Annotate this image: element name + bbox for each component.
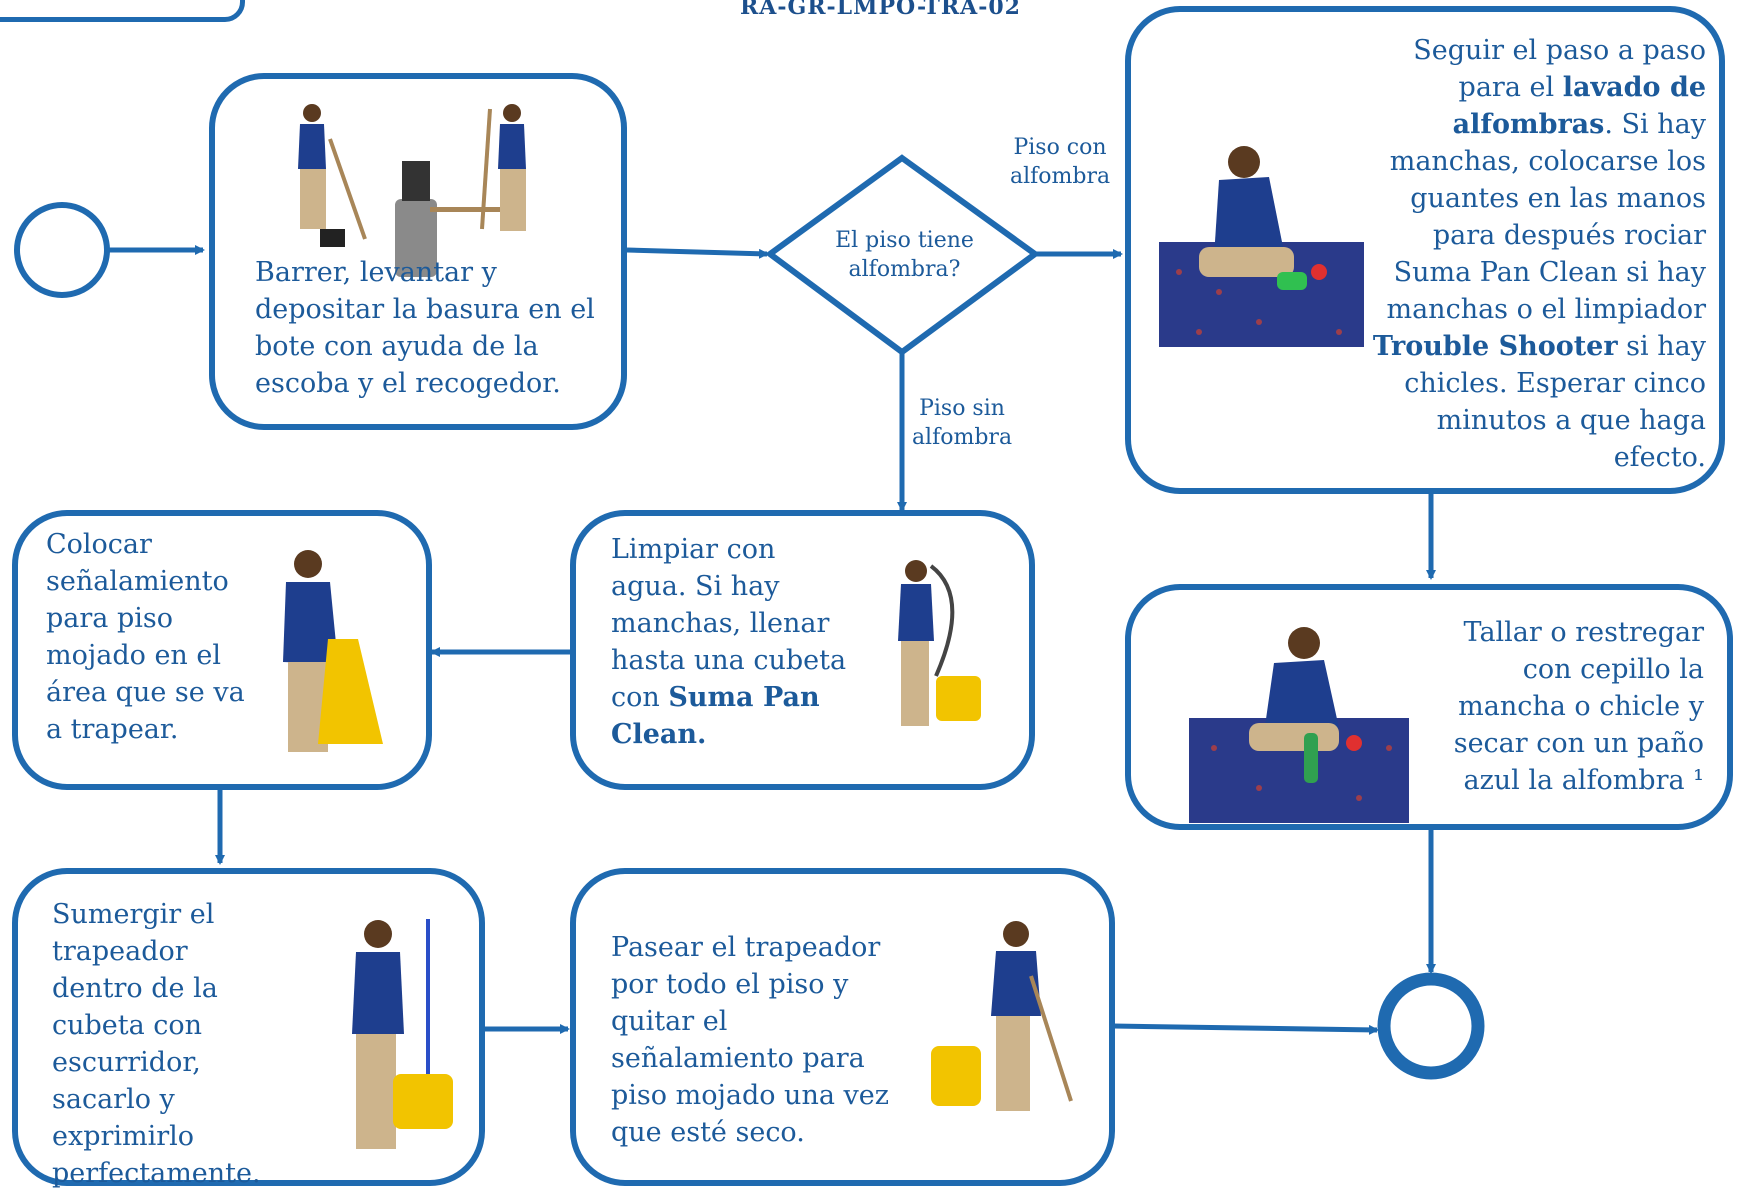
worker-with-bucket-image <box>898 560 981 726</box>
step-sign-text: Colocar señalamiento para piso mojado en… <box>46 529 245 745</box>
step-dip-mop-text: Sumergir el trapeador dentro de la cubet… <box>52 899 261 1189</box>
step-carpet-wash-text: Seguir el paso a paso para el lavado de … <box>1372 35 1706 473</box>
step-dip-mop: Sumergir el trapeador dentro de la cubet… <box>12 868 485 1189</box>
worker-wringing-mop-image <box>352 919 453 1149</box>
step-clean-water: Limpiar con agua. Si hay manchas, llenar… <box>570 510 1035 790</box>
worker-mopping-image <box>931 921 1073 1111</box>
carpet-kneeling-image <box>1159 146 1364 347</box>
decision-label: El piso tiene alfombra? <box>835 228 974 282</box>
step-sign: Colocar señalamiento para piso mojado en… <box>12 510 432 790</box>
arrow-mop-to-end <box>1112 1023 1379 1035</box>
end-event <box>1377 972 1485 1080</box>
start-event <box>14 202 110 298</box>
arrow-sweep-to-decision <box>626 247 769 259</box>
document-code: RA-GR-LMPO-TRA-02 <box>740 0 1021 20</box>
carpet-scrubbing-image <box>1189 627 1409 823</box>
header-tab <box>0 0 245 22</box>
step-carpet-wash: Seguir el paso a paso para el lavado de … <box>1125 6 1725 494</box>
step-clean-water-text: Limpiar con agua. Si hay manchas, llenar… <box>611 534 847 750</box>
wet-floor-sign-image <box>283 550 383 752</box>
step-mop-floor-text: Pasear el trapeador por todo el piso y q… <box>611 932 889 1148</box>
step-scrub-text: Tallar o restregar con cepillo la mancha… <box>1453 617 1704 796</box>
step-scrub: Tallar o restregar con cepillo la mancha… <box>1125 584 1733 830</box>
sweeping-workers-image <box>298 104 526 277</box>
step-mop-floor: Pasear el trapeador por todo el piso y q… <box>570 868 1115 1186</box>
step-sweep: Barrer, levantar y depositar la basura e… <box>209 73 627 430</box>
branch-no-label: Piso sin alfombra <box>911 396 1013 450</box>
branch-yes-label: Piso con alfombra <box>1010 135 1111 189</box>
step-sweep-text: Barrer, levantar y depositar la basura e… <box>255 257 595 399</box>
